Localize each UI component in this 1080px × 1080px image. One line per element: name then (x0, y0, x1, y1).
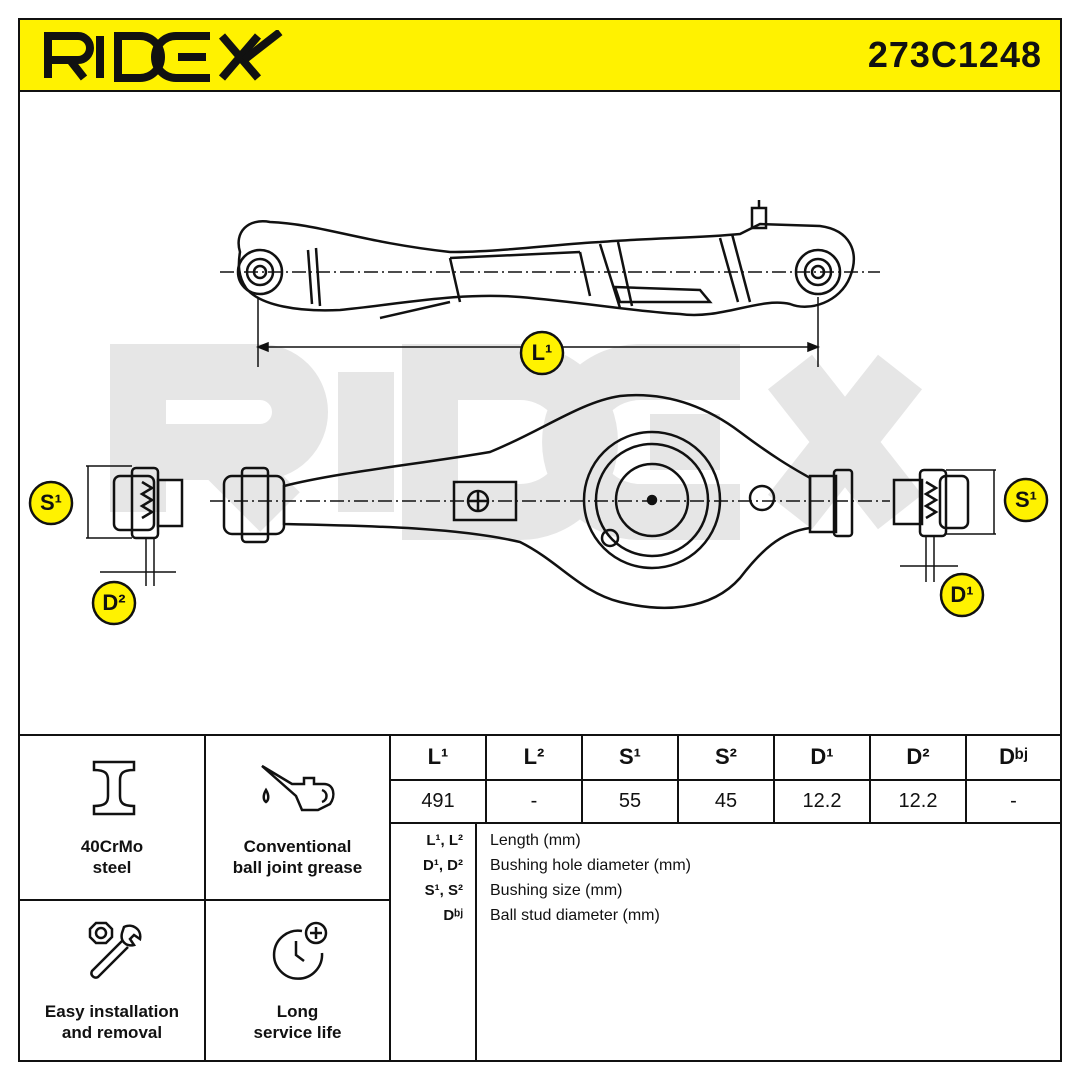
legend-key: Dᵇʲ (443, 907, 463, 924)
spec-header: L¹ (427, 744, 449, 769)
feature-label-line2: and removal (61, 1023, 163, 1042)
divider (869, 736, 871, 824)
feature-label-line1: 40CrMo (80, 837, 144, 856)
spec-value: - (1010, 790, 1017, 812)
divider (20, 899, 390, 901)
tools-icon (88, 921, 142, 979)
divider (391, 779, 1060, 781)
feature-label-line2: steel (92, 858, 132, 877)
feature-label-line1: Long (276, 1002, 319, 1021)
feature-grease: Conventional ball joint grease (206, 736, 389, 899)
datasheet: 273C1248 (18, 18, 1062, 1062)
spec-value: 12.2 (898, 790, 938, 812)
feature-service-life: Long service life (206, 901, 389, 1062)
badge-s1-right (1003, 477, 1049, 523)
feature-material: 40CrMo steel (20, 736, 204, 899)
legend-text: Bushing hole diameter (mm) (490, 857, 691, 874)
bushing-right (892, 468, 996, 582)
legend-key: S¹, S² (424, 882, 463, 899)
legend-key: D¹, D² (423, 857, 463, 874)
divider (677, 736, 679, 824)
spec-header: D² (906, 744, 930, 769)
spec-header: S¹ (619, 744, 641, 769)
spec-value: - (530, 790, 538, 812)
feature-label-line2: ball joint grease (232, 858, 363, 877)
brand-logo (44, 30, 283, 82)
divider (391, 822, 1060, 824)
divider (485, 736, 487, 824)
divider (581, 736, 583, 824)
grease-can-icon (261, 764, 335, 812)
legend-key: L¹, L² (426, 832, 463, 849)
spec-header: L² (523, 744, 545, 769)
legend-text: Ball stud diameter (mm) (490, 907, 660, 924)
info-section: 40CrMo steel Conventional ball joint gre… (20, 734, 1060, 1062)
divider (475, 824, 477, 1062)
badge-s1-left (28, 480, 74, 526)
badge-l1 (519, 330, 565, 376)
spec-value: 55 (618, 790, 642, 812)
arm-front-view (210, 393, 890, 610)
arm-top-view (220, 200, 880, 320)
spec-header: Dᵇʲ (999, 744, 1028, 769)
legend-text: Length (mm) (490, 832, 581, 849)
divider (773, 736, 775, 824)
feature-label-line2: service life (253, 1023, 342, 1042)
header-bar: 273C1248 (20, 20, 1060, 92)
label-s1-left: S¹ (40, 490, 62, 515)
label-d2: D² (102, 590, 126, 615)
spec-header: S² (715, 744, 737, 769)
legend-text: Bushing size (mm) (490, 882, 623, 899)
spec-value: 45 (714, 790, 738, 812)
feature-installation: Easy installation and removal (20, 901, 204, 1062)
badge-d1 (939, 572, 985, 618)
legend-texts: Length (mm) Bushing hole diameter (mm) B… (490, 832, 990, 932)
steel-beam-icon (92, 760, 136, 816)
label-s1-right: S¹ (1015, 487, 1037, 512)
spec-value: 491 (421, 790, 455, 812)
drawing-canvas (28, 200, 1049, 626)
legend-keys: L¹, L² D¹, D² S¹, S² Dᵇʲ (391, 832, 463, 932)
label-l1: L¹ (531, 340, 553, 365)
clock-plus-icon (272, 921, 328, 980)
spec-header: D¹ (810, 744, 834, 769)
bushing-left (86, 465, 184, 586)
badge-circles (28, 330, 1049, 626)
feature-label-line1: Easy installation (44, 1002, 180, 1021)
spec-table: L¹ L² S¹ S² D¹ D² Dᵇʲ 491 - 55 45 12.2 1… (391, 736, 1060, 824)
divider (389, 736, 391, 1062)
divider (965, 736, 967, 824)
spec-value: 12.2 (802, 790, 842, 812)
technical-drawing: L¹ S¹ S¹ D¹ D² (20, 92, 1060, 734)
badge-d2 (91, 580, 137, 626)
feature-label-line1: Conventional (243, 837, 352, 856)
label-d1: D¹ (950, 582, 974, 607)
watermark-logo (110, 344, 923, 540)
part-number: 273C1248 (867, 34, 1042, 75)
